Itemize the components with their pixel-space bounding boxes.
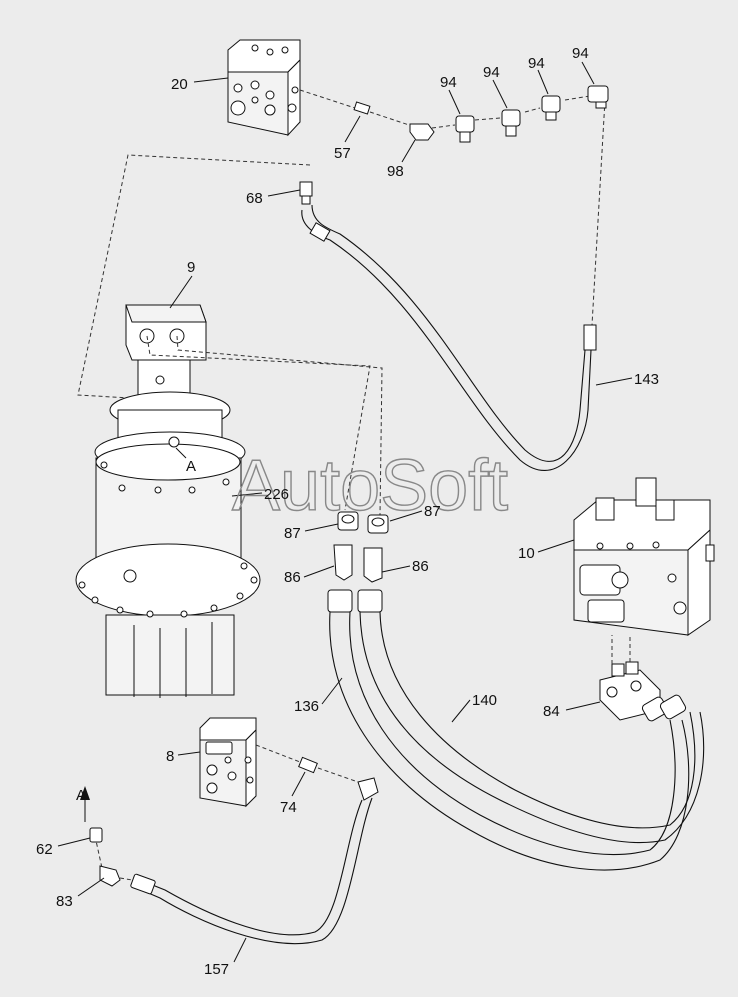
- leader-62: [57, 837, 91, 847]
- dash-83-157: [119, 877, 133, 881]
- dash-motor-87a: [146, 335, 371, 511]
- leader-68: [267, 189, 301, 197]
- part-94-tee-3: [541, 95, 561, 121]
- leader-83: [77, 877, 105, 897]
- leader-74: [291, 771, 306, 797]
- leader-10: [537, 539, 575, 553]
- label-86-2: 86: [412, 558, 429, 575]
- part-94-tee-1: [455, 115, 475, 143]
- leader-87a: [304, 523, 339, 532]
- leader-157: [233, 937, 247, 963]
- dash-68-motor: [77, 154, 311, 399]
- label-A-2: A: [76, 787, 86, 804]
- leader-94-1: [448, 89, 461, 115]
- label-94-1: 94: [440, 74, 457, 91]
- leader-84: [565, 701, 601, 711]
- dash-84-10: [611, 635, 631, 664]
- leader-94-2: [492, 79, 508, 109]
- label-87-2: 87: [424, 503, 441, 520]
- label-98: 98: [387, 163, 404, 180]
- label-83: 83: [56, 893, 73, 910]
- leader-86b: [381, 565, 411, 573]
- dash-94-143: [591, 99, 606, 326]
- label-74: 74: [280, 799, 297, 816]
- hose-136: [327, 589, 690, 871]
- part-9-motor-head: [125, 304, 207, 399]
- part-226-swing-motor: [75, 391, 261, 698]
- leader-226: [231, 492, 263, 497]
- part-74-fitting: [298, 756, 318, 774]
- part-62-plug: [89, 827, 103, 843]
- hose-143: [301, 204, 597, 472]
- label-94-3: 94: [528, 55, 545, 72]
- arrow-A: [80, 786, 90, 822]
- leader-94-4: [581, 61, 595, 85]
- part-20-valve-block: [227, 39, 301, 137]
- part-68-fitting: [299, 181, 313, 205]
- leader-98: [401, 139, 416, 163]
- label-157: 157: [204, 961, 229, 978]
- part-98-elbow: [409, 123, 435, 141]
- dash-8-74: [255, 744, 301, 763]
- watermark: AutoSoft: [232, 446, 508, 526]
- part-86-elbow-1: [333, 544, 353, 581]
- part-87-fitting-2: [367, 514, 389, 534]
- hose-140: [357, 589, 705, 844]
- label-86-1: 86: [284, 569, 301, 586]
- label-62: 62: [36, 841, 53, 858]
- leader-140: [451, 699, 471, 723]
- leader-143: [595, 377, 633, 386]
- hose-157: [130, 777, 379, 945]
- leader-86a: [303, 565, 335, 578]
- leader-A1: [175, 447, 187, 459]
- label-94-4: 94: [572, 45, 589, 62]
- label-A-1: A: [186, 458, 196, 475]
- label-8: 8: [166, 748, 174, 765]
- part-10-control-valve: [573, 477, 715, 636]
- dash-57-98: [369, 111, 413, 127]
- label-87-1: 87: [284, 525, 301, 542]
- label-140: 140: [472, 692, 497, 709]
- label-226: 226: [264, 486, 289, 503]
- leader-8: [177, 751, 201, 756]
- part-94-tee-2: [501, 109, 521, 137]
- motor-bolts: [78, 461, 258, 618]
- leader-9: [169, 275, 193, 309]
- label-136: 136: [294, 698, 319, 715]
- label-68: 68: [246, 190, 263, 207]
- part-57-fitting: [353, 101, 371, 115]
- label-84: 84: [543, 703, 560, 720]
- leader-94-3: [537, 69, 549, 95]
- dash-20-57: [299, 89, 356, 109]
- label-20: 20: [171, 76, 188, 93]
- label-9: 9: [187, 259, 195, 276]
- part-83-elbow: [99, 865, 121, 887]
- dash-62-83: [94, 835, 103, 869]
- part-87-fitting-1: [337, 511, 359, 531]
- dash-motor-87b: [176, 335, 383, 516]
- label-10: 10: [518, 545, 535, 562]
- part-94-tee-4: [587, 85, 609, 109]
- part-86-elbow-2: [363, 547, 383, 583]
- label-94-2: 94: [483, 64, 500, 81]
- label-143: 143: [634, 371, 659, 388]
- leader-136: [321, 677, 343, 705]
- leader-20: [193, 77, 229, 83]
- leader-87b: [389, 510, 423, 522]
- dash-74-elbow: [317, 767, 359, 783]
- leader-57: [344, 115, 361, 143]
- part-8-valve-block: [199, 717, 257, 808]
- label-57: 57: [334, 145, 351, 162]
- part-84-manifold: [599, 661, 687, 722]
